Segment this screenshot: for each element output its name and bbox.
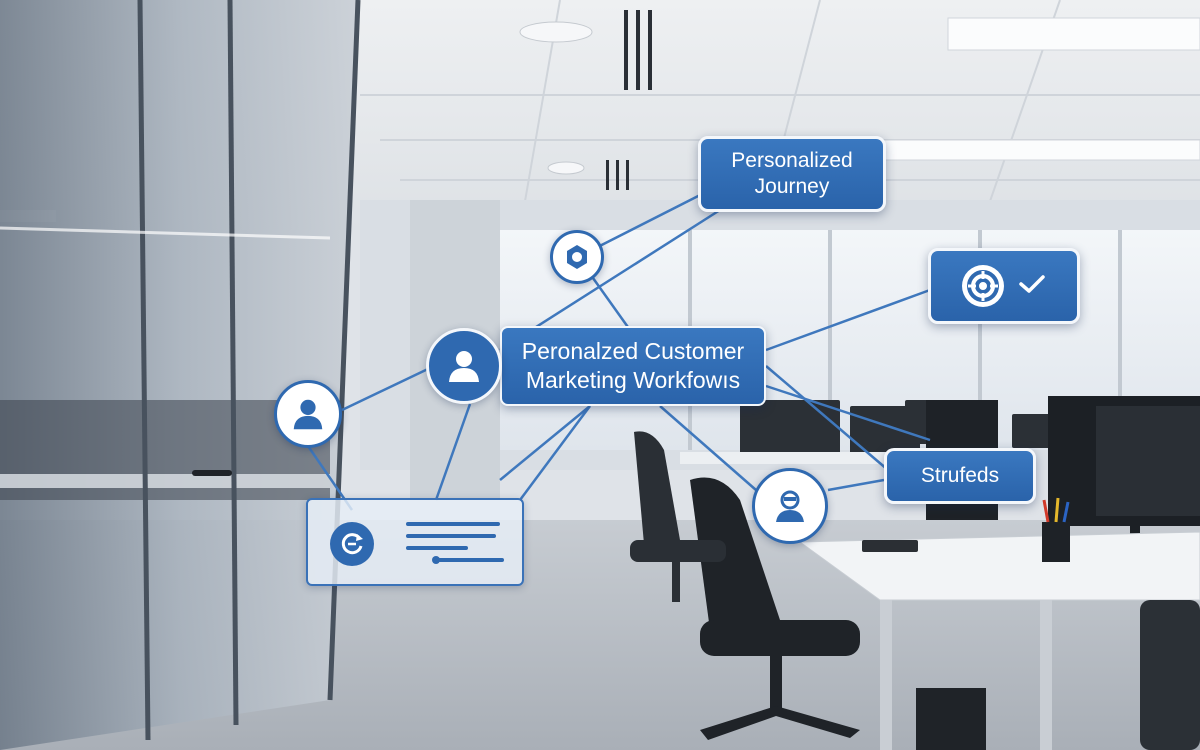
office-chair bbox=[690, 477, 860, 740]
office-chair bbox=[630, 431, 726, 602]
waste-bin bbox=[916, 688, 986, 750]
user-node-main bbox=[426, 328, 502, 404]
keyboard bbox=[862, 540, 918, 552]
target-icon bbox=[962, 265, 1004, 307]
check-card bbox=[928, 248, 1080, 324]
ceiling-light bbox=[879, 139, 1200, 161]
journey-label-box: Personalized Journey bbox=[698, 136, 886, 212]
user-icon bbox=[293, 399, 323, 430]
user-node-left bbox=[274, 380, 342, 448]
refresh-icon bbox=[330, 522, 374, 566]
ceiling-light bbox=[947, 17, 1200, 51]
workflow-card bbox=[306, 498, 524, 586]
pen-cup bbox=[1042, 522, 1070, 562]
strufeds-label-box: Strufeds bbox=[884, 448, 1036, 504]
main-title: Peronalzed Customer Marketing Workfowıs bbox=[521, 338, 745, 393]
strufeds-label: Strufeds bbox=[920, 464, 1000, 487]
user-icon bbox=[449, 351, 479, 382]
person-node bbox=[752, 468, 828, 544]
main-title-box: Peronalzed Customer Marketing Workfowıs bbox=[500, 326, 766, 406]
office-chair bbox=[1140, 600, 1200, 750]
gear-node bbox=[550, 230, 604, 284]
gear-icon bbox=[567, 245, 587, 269]
check-icon bbox=[1018, 273, 1046, 300]
glass-wall bbox=[0, 0, 361, 750]
person-icon bbox=[776, 490, 804, 522]
content-lines bbox=[406, 522, 504, 564]
journey-label: Personalized Journey bbox=[731, 149, 853, 198]
